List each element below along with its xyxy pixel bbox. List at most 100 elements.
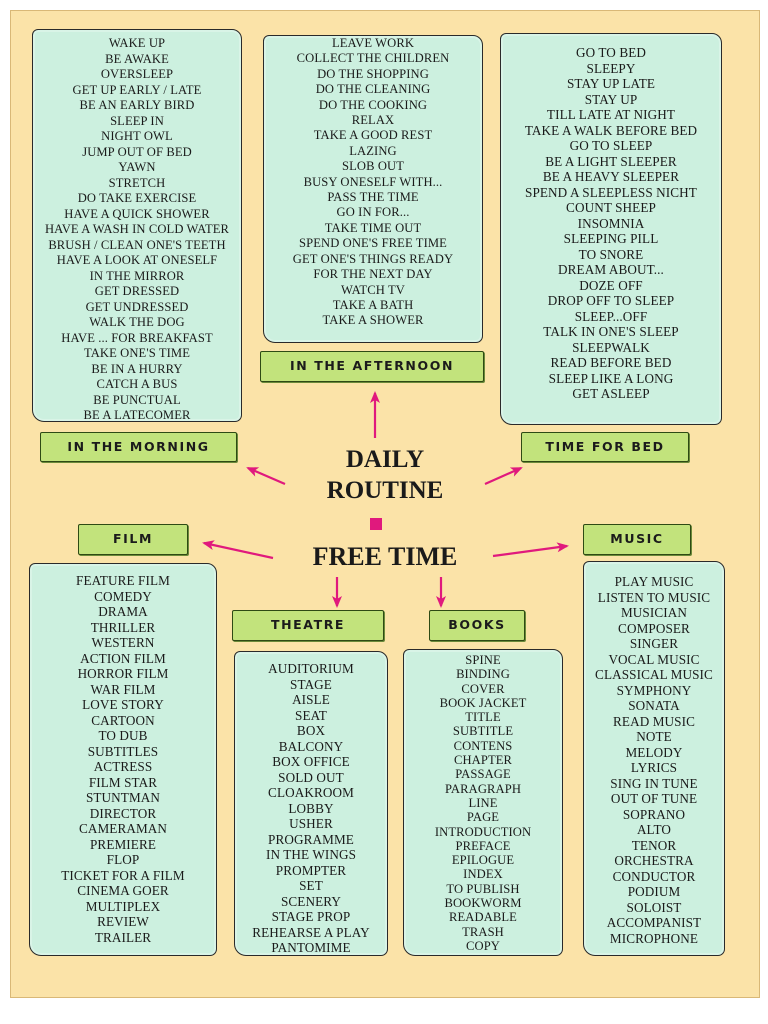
bed-item: TALK IN ONE'S SLEEP xyxy=(543,324,679,339)
morning-item: CATCH A BUS xyxy=(96,377,178,391)
bed-item: DOZE OFF xyxy=(579,277,643,293)
books-item: COPY xyxy=(466,938,500,953)
music-item: SING IN TUNE xyxy=(610,775,698,791)
film-item: SUBTITLES xyxy=(87,743,159,759)
morning-item: GET UNDRESSED xyxy=(85,299,189,314)
afternoon-item: TAKE A BATH xyxy=(332,297,414,312)
bed-item: GO TO BED xyxy=(575,45,647,60)
bed-item: BE A HEAVY SLEEPER xyxy=(542,169,680,184)
morning-banner: IN THE MORNING xyxy=(40,432,237,462)
morning-item: BE A LATECOMER xyxy=(83,408,191,422)
morning-item: OVERSLEEP xyxy=(100,67,174,81)
music-item: OUT OF TUNE xyxy=(610,791,698,806)
theatre-item: AUDITORIUM xyxy=(268,661,354,676)
afternoon-item: FOR THE NEXT DAY xyxy=(313,267,433,282)
theatre-item: SET xyxy=(299,878,323,893)
film-item: HORROR FILM xyxy=(77,666,169,681)
music-item: ORCHESTRA xyxy=(614,853,694,868)
theatre-item: BOX xyxy=(296,723,326,738)
morning-item: WAKE UP xyxy=(108,36,166,50)
film-item: THRILLER xyxy=(90,619,156,635)
afternoon-item: DO THE SHOPPING xyxy=(317,66,429,81)
morning-item: BRUSH / CLEAN ONE'S TEETH xyxy=(48,237,226,252)
afternoon-item: RELAX xyxy=(351,113,395,128)
theatre-item: STAGE PROP xyxy=(271,909,351,924)
books-item: BOOK JACKET xyxy=(439,695,527,710)
music-banner-label: MUSIC xyxy=(610,531,664,546)
film-item: STUNTMAN xyxy=(85,790,161,805)
morning-item: HAVE A LOOK AT ONESELF xyxy=(56,253,218,267)
film-banner: FILM xyxy=(78,524,188,555)
morning-item: JUMP OUT OF BED xyxy=(82,144,192,159)
afternoon-item: DO THE CLEANING xyxy=(315,82,431,97)
music-item: ACCOMPANIST xyxy=(606,915,702,930)
music-item: TENOR xyxy=(631,837,677,853)
music-item: VOCAL MUSIC xyxy=(608,651,700,667)
music-item: PLAY MUSIC xyxy=(614,574,694,589)
afternoon-item: COLLECT THE CHILDREN xyxy=(296,51,450,66)
books-item: TO PUBLISH xyxy=(446,881,520,896)
bed-item: DREAM ABOUT... xyxy=(558,262,664,277)
bed-item: SLEEPING PILL xyxy=(563,231,659,246)
film-item: TO DUB xyxy=(98,728,148,743)
afternoon-banner: IN THE AFTERNOON xyxy=(260,351,484,382)
morning-item: STRETCH xyxy=(108,175,166,190)
music-item: LYRICS xyxy=(630,760,678,775)
music-item: MICROPHONE xyxy=(609,930,699,946)
theatre-banner: THEATRE xyxy=(232,610,384,641)
free-time-title: FREE TIME xyxy=(312,542,458,571)
morning-item: DO TAKE EXERCISE xyxy=(77,191,197,205)
books-banner: BOOKS xyxy=(429,610,525,641)
theatre-item: BOX OFFICE xyxy=(272,754,350,769)
music-item: READ MUSIC xyxy=(613,713,695,729)
afternoon-item: TAKE A SHOWER xyxy=(322,313,424,328)
bed-banner: TIME FOR BED xyxy=(521,432,689,462)
theatre-item: BALCONY xyxy=(278,738,344,754)
books-item: CHAPTER xyxy=(453,753,513,768)
morning-item: SLEEP IN xyxy=(110,113,164,128)
film-item: PREMIERE xyxy=(89,836,156,852)
afternoon-item: SPEND ONE'S FREE TIME xyxy=(299,236,447,251)
books-banner-label: BOOKS xyxy=(448,617,506,632)
afternoon-item: GET ONE'S THINGS READY xyxy=(292,251,454,266)
morning-item: BE AN EARLY BIRD xyxy=(79,98,195,112)
books-item: READABLE xyxy=(449,910,517,925)
bed-item: COUNT SHEEP xyxy=(566,200,656,215)
theatre-item: SOLD OUT xyxy=(278,769,344,785)
music-item: CLASSICAL MUSIC xyxy=(595,667,713,682)
books-item: TRASH xyxy=(462,924,504,939)
afternoon-item: DO THE COOKING xyxy=(318,97,428,112)
film-item: REVIEW xyxy=(97,914,149,929)
music-item: NOTE xyxy=(636,729,672,744)
morning-item: HAVE ... FOR BREAKFAST xyxy=(61,330,213,345)
film-item: CAMERAMAN xyxy=(78,821,168,836)
theatre-item: SEAT xyxy=(295,707,327,723)
afternoon-item: LEAVE WORK xyxy=(331,36,415,50)
music-banner: MUSIC xyxy=(583,524,691,555)
theatre-item: IN THE WINGS xyxy=(265,847,357,862)
morning-item: HAVE A QUICK SHOWER xyxy=(64,206,210,221)
morning-item: YAWN xyxy=(118,160,156,174)
theatre-item: LOBBY xyxy=(288,800,334,816)
bed-item: STAY UP xyxy=(584,91,638,107)
film-item: COMEDY xyxy=(94,588,152,604)
theatre-item: SCENERY xyxy=(280,893,342,909)
bed-item: GO TO SLEEP xyxy=(569,138,653,153)
film-item: LOVE STORY xyxy=(82,697,164,712)
music-item: CONDUCTOR xyxy=(612,868,696,884)
bed-item: SPEND A SLEEPLESS NICHT xyxy=(525,184,697,200)
music-item: MELODY xyxy=(625,744,683,760)
music-item: PODIUM xyxy=(627,884,681,899)
afternoon-item: BUSY ONESELF WITH... xyxy=(303,174,443,189)
afternoon-item: LAZING xyxy=(349,143,397,158)
bed-item: TO SNORE xyxy=(578,246,644,262)
books-item: SUBTITLE xyxy=(452,724,514,739)
film-item: CARTOON xyxy=(91,712,155,728)
